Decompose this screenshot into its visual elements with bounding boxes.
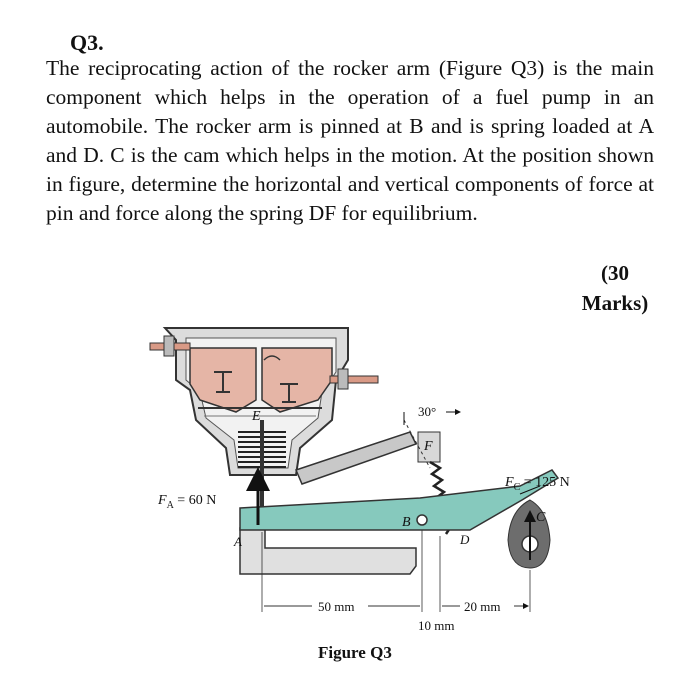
marks-line2: Marks) xyxy=(581,291,649,315)
label-dim-10: 10 mm xyxy=(418,618,454,633)
cam-c xyxy=(507,499,551,569)
label-e: E xyxy=(251,409,261,424)
base-plate xyxy=(239,527,417,575)
fuel-pipes xyxy=(149,335,379,390)
label-dim-20: 20 mm xyxy=(464,599,500,614)
label-f: F xyxy=(423,439,433,454)
label-force-a: FA = 60 N xyxy=(157,493,216,511)
dimension-lines xyxy=(261,530,531,612)
marks-line1: (30 xyxy=(601,261,629,285)
label-c: C xyxy=(536,510,546,525)
pin-b xyxy=(416,514,428,526)
lower-housing xyxy=(294,431,418,485)
label-force-c: FC = 125 N xyxy=(504,475,570,493)
label-d: D xyxy=(459,532,470,547)
label-a: A xyxy=(233,534,242,549)
marks-label: (30 Marks) xyxy=(560,258,670,318)
question-text: The reciprocating action of the rocker a… xyxy=(46,56,654,225)
figure-caption: Figure Q3 xyxy=(318,643,392,662)
label-dim-50: 50 mm xyxy=(318,599,354,614)
question-number: Q3. xyxy=(70,30,104,55)
valve-chambers xyxy=(189,347,333,417)
label-angle: 30° xyxy=(418,404,436,419)
label-b: B xyxy=(402,515,411,530)
force-c-arrow xyxy=(519,485,541,495)
rocker-arm xyxy=(239,469,560,531)
